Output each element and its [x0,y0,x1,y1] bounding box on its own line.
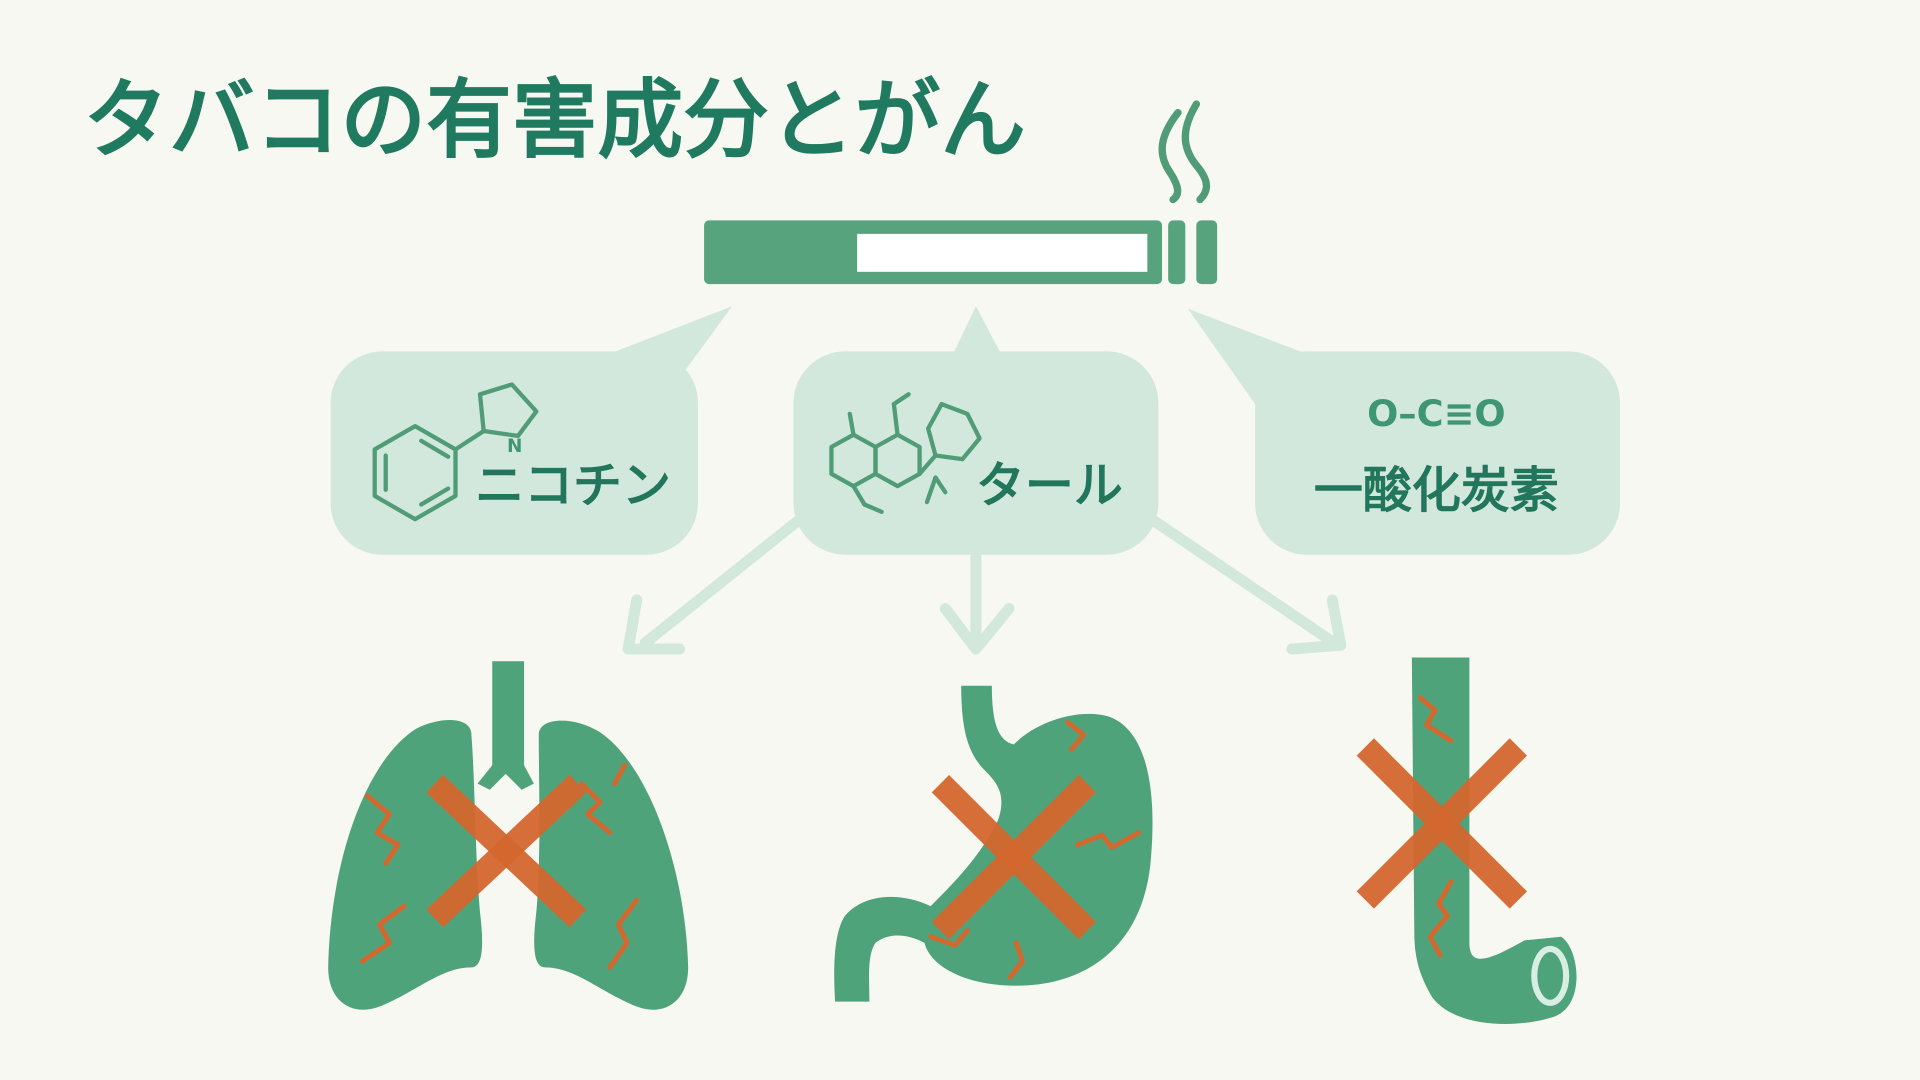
nicotine-molecule-icon [372,382,539,522]
nicotine-bubble: N ニコチン [330,306,733,555]
lungs-icon [328,661,689,1010]
tar-bubble: タール [793,306,1159,555]
cigarette-icon [704,100,1218,285]
tar-label: タール [976,457,1123,514]
page-title: タバコの有害成分とがん [83,70,1026,170]
tar-molecule-icon [829,392,982,514]
arrows [622,514,1347,655]
carbon-monoxide-label: 一酸化炭素 [1314,462,1559,519]
nicotine-label: ニコチン [475,457,671,514]
arrow-to-stomach [939,551,1015,655]
esophagus-icon [1356,657,1577,1024]
arrow-to-lungs [622,514,804,655]
stomach-icon [834,685,1153,1002]
smoke-icon [1158,100,1211,204]
carbon-monoxide-bubble: O–C≡O 一酸化炭素 [1187,308,1620,555]
arrow-to-esophagus [1147,514,1347,655]
co-formula: O–C≡O [1367,392,1506,435]
nitrogen-label: N [507,436,522,457]
